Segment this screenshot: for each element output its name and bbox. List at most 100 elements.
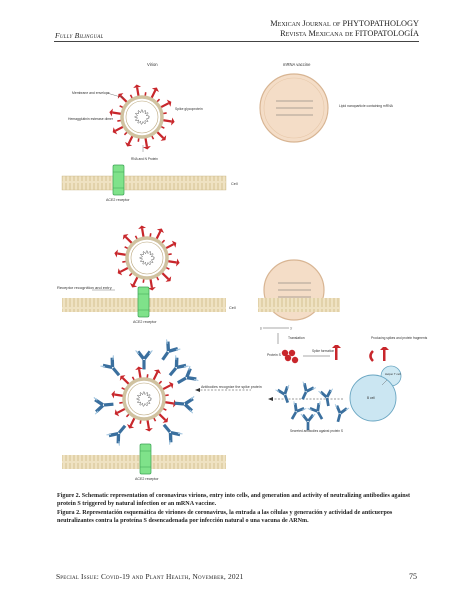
producing-label: Producing spikes and protein fragments (371, 336, 428, 340)
antibodies-label: Antibodies recognize the spike protein (201, 385, 262, 389)
antibody (275, 384, 290, 404)
ace2-receptor-2 (137, 286, 150, 318)
figure-caption-en: Figure 2. Schematic representation of co… (57, 493, 417, 508)
spike-head (138, 225, 147, 230)
spike-head (135, 366, 144, 371)
helper-label: Helper T cell (385, 372, 401, 376)
antibody (161, 339, 181, 361)
page-number: 75 (409, 572, 417, 581)
caption-label-en: Figure 2. (57, 493, 81, 499)
antibody (93, 397, 114, 415)
spike-head (168, 381, 174, 389)
antibody (318, 388, 334, 407)
spike-head (165, 276, 172, 282)
bcell-label: B cell (367, 396, 375, 400)
ace2-label-3: ACE2 receptor (135, 477, 159, 481)
spike-head (109, 108, 113, 117)
spike-head (144, 427, 153, 432)
antibody (168, 355, 189, 377)
footer-issue: Special Issue: Covid-19 and Plant Health… (56, 572, 244, 581)
antibody (300, 413, 316, 431)
protein-s-label: Protein S (267, 353, 282, 357)
hemagglutinin-label: Hemagglutinin esterase dimer (68, 117, 114, 121)
secreted-label: Secreted antibodies against protein S (290, 429, 343, 433)
antibody (100, 355, 121, 377)
journal-name-es: Revista Mexicana de FITOPATOLOGÍA (280, 29, 419, 38)
spike-head (114, 249, 118, 258)
spike-head (129, 283, 138, 288)
antibody (290, 401, 307, 420)
running-header-left: Fully Bilingual (55, 31, 104, 40)
cell-label-2: Cell (229, 306, 236, 310)
ace2-label-1: ACE2 receptor (106, 198, 130, 202)
virion-1 (109, 84, 175, 150)
spike-head (166, 99, 172, 107)
spike-head (142, 145, 151, 150)
antibody (135, 350, 153, 370)
spike-head (112, 127, 118, 135)
antibody (177, 365, 199, 385)
spike-head (124, 142, 133, 147)
spike-head (114, 409, 120, 417)
rna-coil (134, 109, 150, 125)
vaccine-title: mRNA vaccine (283, 62, 311, 67)
cell-label-1: Cell (231, 182, 238, 186)
svg-text:5': 5' (260, 327, 263, 331)
caption-text-es: Representación esquemática de viriones d… (57, 510, 393, 524)
ace2-receptor-3 (139, 443, 152, 475)
protein-s-cluster (281, 349, 299, 364)
rna-label: RNA and N Protein (131, 157, 158, 161)
antibody (162, 423, 183, 445)
mrna-strand: 5' 3' (260, 327, 293, 331)
spike-fragments-icon (369, 347, 389, 362)
cell-membrane-1 (62, 176, 226, 190)
b-cell (349, 374, 397, 422)
spike-head (117, 268, 123, 276)
virion-2 (114, 225, 180, 291)
rna-coil (136, 391, 152, 407)
ace2-label-2: ACE2 receptor (133, 320, 157, 324)
spike-protein-icon (332, 345, 341, 360)
spike-head (171, 117, 175, 126)
virion-title: Virion (147, 62, 158, 67)
translation-label: Translation (288, 336, 305, 340)
spike-head (171, 240, 177, 248)
spike-label: Spike glycoprotein (175, 107, 203, 111)
figure-caption-es: Figura 2. Representación esquemática de … (57, 510, 417, 525)
antibody (307, 401, 324, 420)
cell-membrane-2b (258, 298, 340, 312)
spike-head (153, 369, 162, 374)
rna-coil (139, 250, 155, 266)
spike-head (156, 228, 165, 233)
lipid-nanoparticle-1 (259, 73, 329, 143)
lipid-label: Lipid nanoparticle containing mRNA (339, 104, 394, 108)
antibody (106, 424, 127, 446)
spike-head (151, 87, 160, 92)
spike-head (133, 84, 142, 89)
spike-head (119, 375, 126, 381)
spike-head (117, 93, 124, 99)
neutralizing-antibodies (93, 339, 199, 446)
spike-head (126, 424, 135, 429)
receptor-recognition-label: Receptor recognition and entry (57, 285, 112, 290)
spike-head (176, 258, 180, 267)
caption-text-en: Schematic representation of coronavirus … (57, 493, 410, 507)
ace2-receptor-1 (112, 164, 125, 196)
spike-head (160, 135, 167, 141)
spike-head (147, 286, 156, 291)
spike-head (162, 417, 169, 423)
membrane-label: Membrane and envelope (72, 91, 110, 95)
spike-head (122, 234, 129, 240)
svg-text:3': 3' (290, 327, 293, 331)
caption-label-es: Figura 2. (57, 510, 81, 516)
secreted-antibodies (275, 381, 350, 431)
antibody (334, 404, 350, 423)
spike-formation-label: Spike formation (312, 349, 334, 353)
antibody (174, 396, 195, 414)
header-rule (54, 41, 419, 42)
journal-header: Mexican Journal of PHYTOPATHOLOGY Revist… (270, 19, 419, 39)
antibody (301, 381, 317, 400)
spike-head (111, 390, 115, 399)
journal-name-en: Mexican Journal of PHYTOPATHOLOGY (270, 19, 419, 28)
